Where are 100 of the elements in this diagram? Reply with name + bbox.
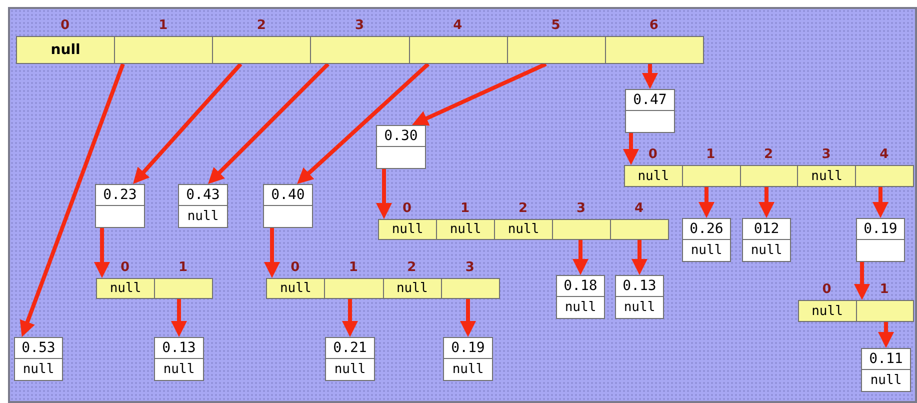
list-node-box [443, 337, 493, 381]
array-bar [96, 278, 212, 299]
array-bar [266, 278, 499, 299]
arrow [412, 62, 547, 126]
arrow [758, 187, 774, 218]
list-node-box [95, 184, 145, 228]
array-cell: null [624, 165, 683, 187]
list-node-box [325, 337, 375, 381]
index-label: 4 [633, 201, 645, 216]
list-node-box [742, 218, 791, 262]
arrow [20, 63, 125, 337]
index-label: 2 [256, 18, 267, 33]
null-label: null [22, 361, 56, 379]
arrow [376, 169, 392, 219]
list-node-box [376, 125, 426, 169]
null-label: null [869, 372, 903, 390]
list-node-box [615, 275, 664, 319]
list-node-box [861, 348, 911, 392]
index-label: 0 [60, 18, 71, 33]
null-label: null [564, 299, 598, 317]
list-node-box [625, 89, 675, 133]
array-cell [310, 36, 410, 64]
array-cell [212, 36, 312, 64]
array-cell [114, 36, 214, 64]
array-cell [855, 165, 914, 187]
index-label: 5 [550, 18, 562, 33]
arrow [208, 62, 330, 184]
index-label: 0 [290, 260, 301, 275]
array-cell [856, 300, 914, 322]
index-label: 3 [820, 147, 832, 162]
index-label: 1 [177, 260, 189, 275]
index-label: 4 [452, 18, 464, 33]
array-cell: null [798, 300, 856, 322]
value-label: 0.53 [15, 338, 62, 359]
index-label: 2 [406, 260, 418, 275]
list-node-box [14, 337, 63, 381]
value-label: 0.23 [96, 185, 144, 206]
index-label: 3 [575, 201, 587, 216]
list-node-box [178, 184, 228, 228]
array-bar [16, 36, 703, 64]
array-cell: null [266, 278, 326, 299]
array-cell: null [436, 219, 495, 240]
index-label: 1 [705, 147, 716, 162]
index-label: 0 [401, 201, 413, 216]
index-label: 2 [517, 201, 529, 216]
arrow [572, 240, 588, 275]
arrow [872, 187, 888, 218]
arrow [264, 228, 280, 278]
array-cell [610, 219, 669, 240]
value-label: 0.40 [264, 185, 312, 206]
null-label: null [333, 361, 367, 379]
value-label: 0.21 [326, 338, 374, 359]
array-cell [408, 36, 508, 64]
value-label: 012 [743, 219, 790, 240]
null-label: null [162, 361, 196, 379]
arrow [94, 228, 110, 278]
arrow [632, 240, 648, 275]
array-cell [740, 165, 798, 187]
array-cell: null [382, 278, 442, 299]
array-cell [154, 278, 213, 299]
index-label: 1 [459, 201, 471, 216]
arrow [342, 299, 358, 337]
arrow [133, 62, 242, 184]
value-label: 0.43 [179, 185, 227, 206]
value-label: 0.26 [683, 219, 730, 240]
index-label: 0 [119, 260, 131, 275]
list-node-box [556, 275, 605, 319]
index-label: 6 [648, 18, 660, 33]
array-cell [324, 278, 384, 299]
array-cell [552, 219, 611, 240]
array-cell [682, 165, 741, 187]
array-cell [440, 278, 500, 299]
null-label: null [451, 361, 485, 379]
index-label: 4 [878, 147, 890, 162]
arrow [460, 299, 476, 337]
value-label: 0.30 [377, 126, 425, 147]
list-node-box [856, 218, 905, 262]
arrow [623, 133, 639, 165]
array-bar [378, 219, 668, 240]
arrow [878, 322, 894, 348]
null-label: null [622, 299, 656, 317]
list-node-box [682, 218, 731, 262]
null-label: null [186, 208, 220, 226]
array-cell: null [494, 219, 553, 240]
value-label: 0.13 [155, 338, 203, 359]
list-node-box [263, 184, 313, 228]
array-cell: null [378, 219, 437, 240]
array-cell: null [16, 36, 116, 64]
array-bar [624, 165, 913, 187]
list-node-box [154, 337, 204, 381]
arrow [854, 262, 870, 300]
value-label: 0.18 [557, 276, 604, 297]
array-cell [604, 36, 704, 64]
index-label: 0 [647, 147, 658, 162]
arrow [297, 62, 430, 184]
array-cell: null [797, 165, 856, 187]
index-label: 1 [158, 18, 169, 33]
array-cell: null [96, 278, 155, 299]
index-label: 0 [821, 282, 832, 297]
value-label: 0.13 [616, 276, 663, 297]
